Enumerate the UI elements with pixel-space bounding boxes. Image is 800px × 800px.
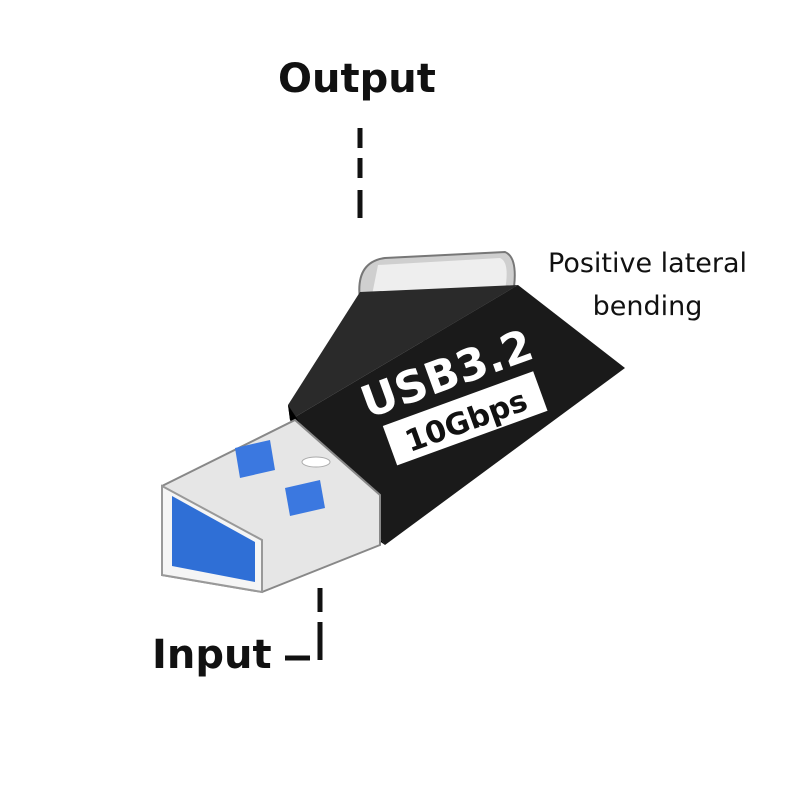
- speed-badge: [382, 371, 548, 466]
- output-label: Output: [278, 56, 436, 102]
- usb-a-port-blue: [172, 496, 255, 582]
- lateral-bending-label: Positive lateral bending: [548, 242, 747, 328]
- input-label: Input: [152, 632, 272, 678]
- input-dashed-line: [285, 588, 323, 661]
- usb-a-plug: [161, 418, 381, 594]
- lateral-line-2: bending: [592, 291, 703, 322]
- lateral-line-1: Positive lateral: [548, 248, 748, 279]
